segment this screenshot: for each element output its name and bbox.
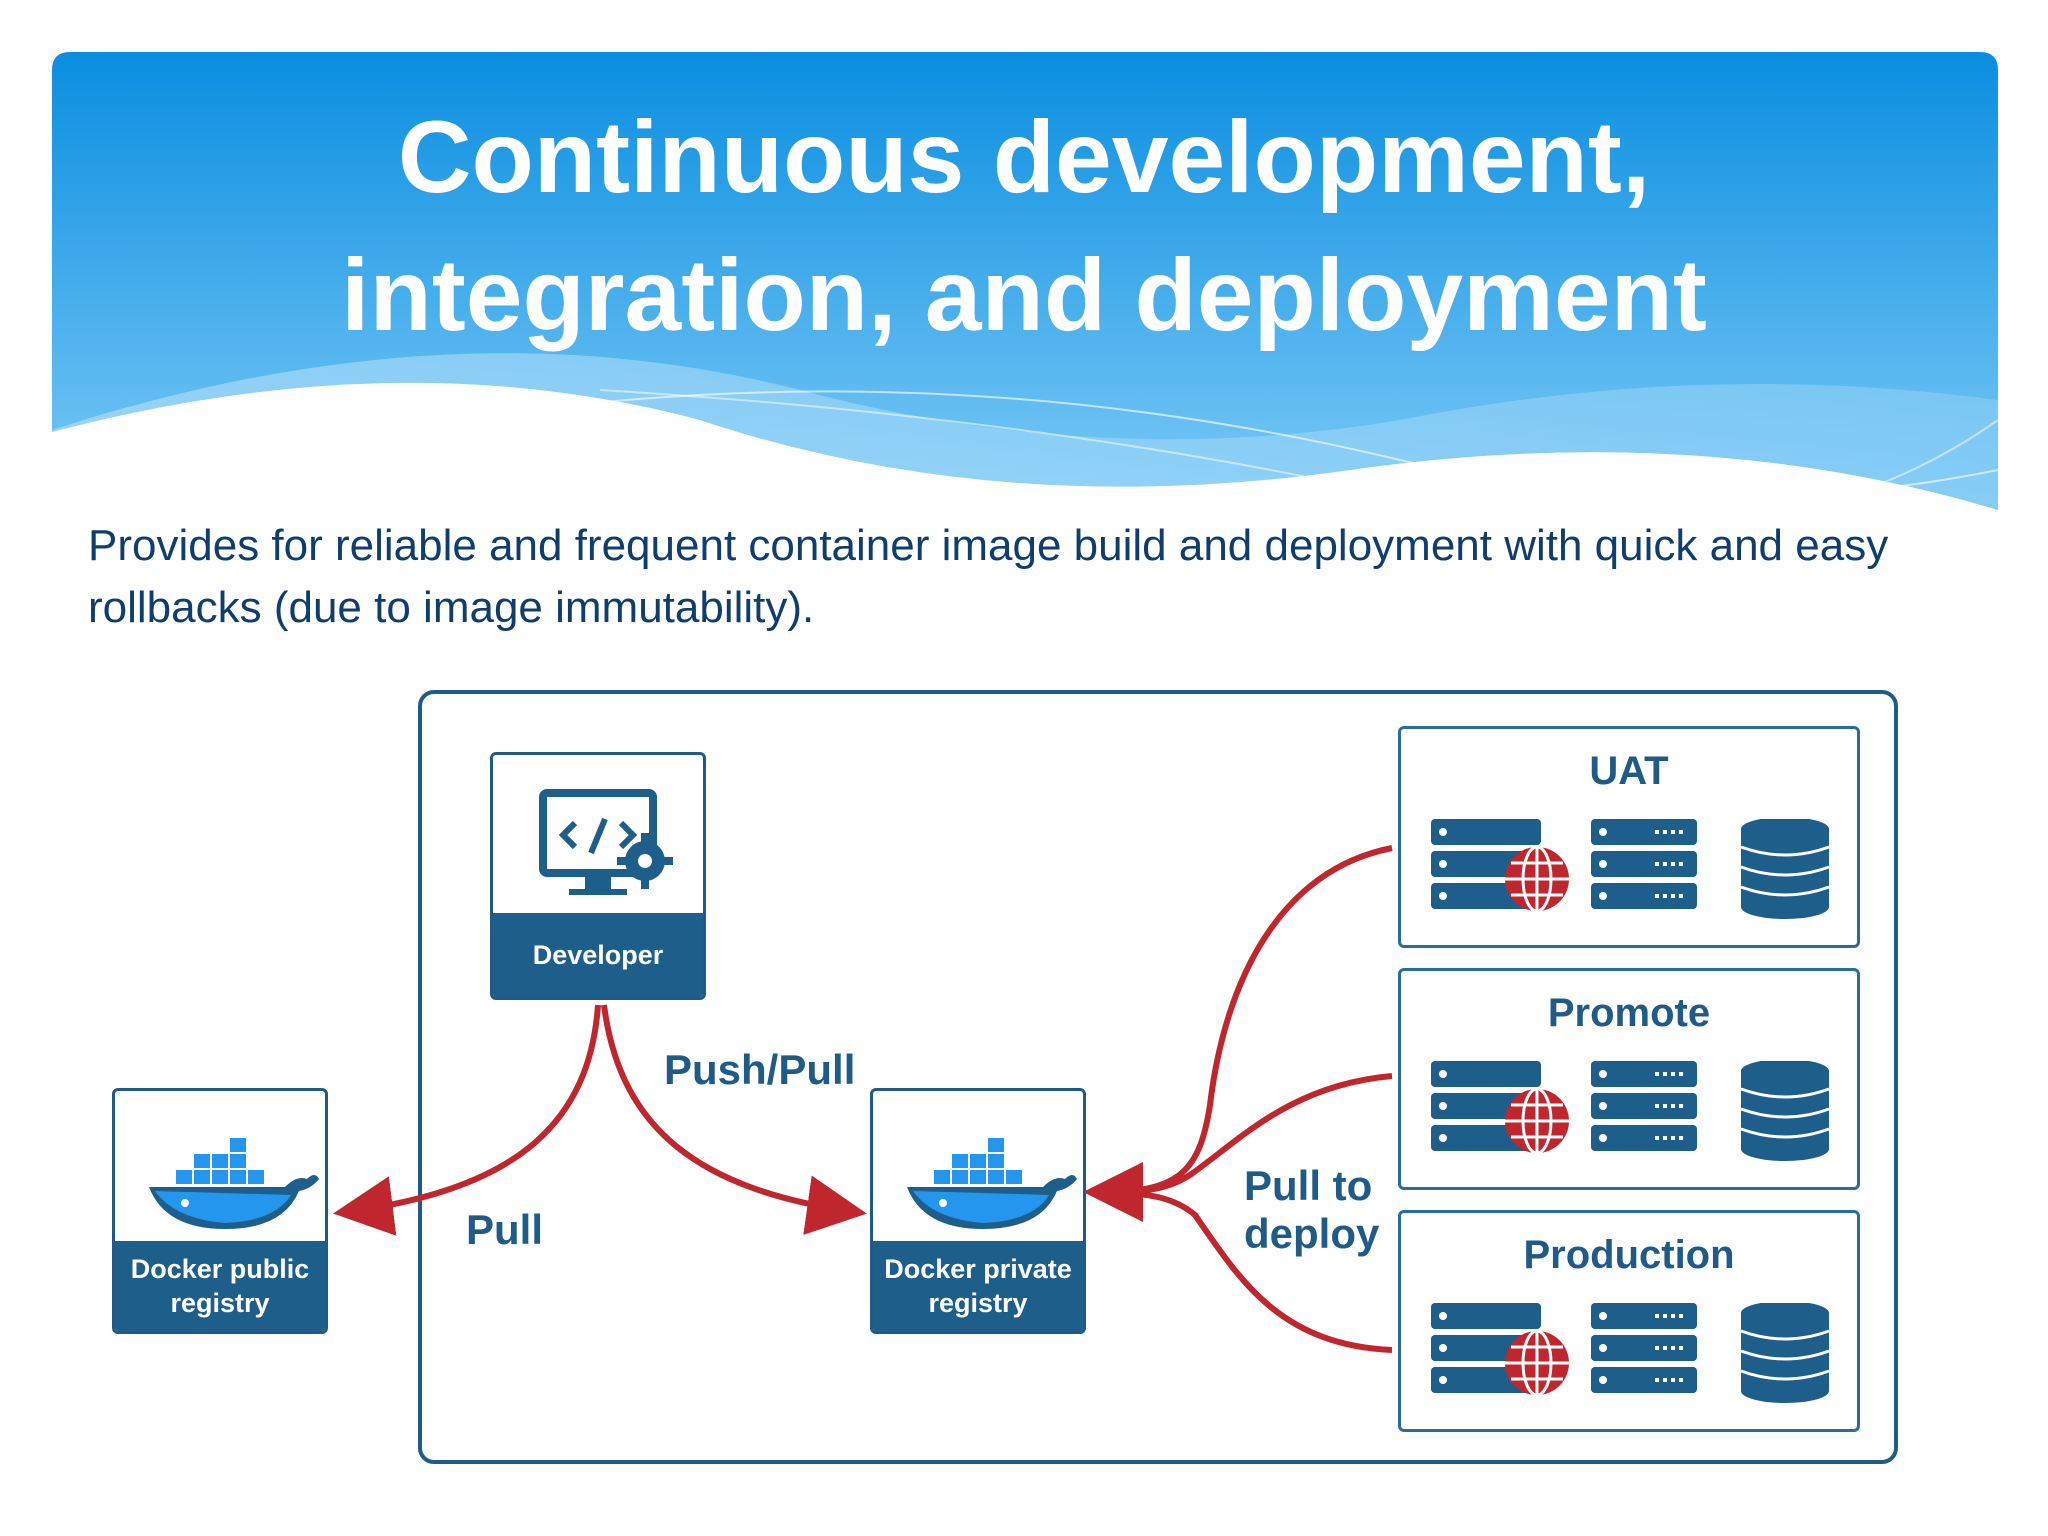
production-deploy-arrow (1083, 1162, 1393, 1353)
env-title-uat: UAT (1589, 749, 1669, 793)
database-icon (1740, 1061, 1830, 1161)
env-icons-promote (1431, 1061, 1830, 1161)
env-box-promote: Promote (1398, 968, 1860, 1190)
env-icons-production (1431, 1303, 1830, 1403)
server-rack-icon (1591, 1303, 1697, 1393)
server-rack-icon (1591, 1061, 1697, 1151)
developer-label: Developer (493, 913, 703, 997)
database-icon (1740, 819, 1830, 919)
uat-deploy-arrow (1104, 845, 1393, 1195)
web-server-icon (1431, 819, 1569, 913)
public-registry-label: Docker public registry (115, 1241, 325, 1331)
description-text: Provides for reliable and frequent conta… (88, 521, 1889, 632)
developer-icon-holder (493, 783, 703, 918)
server-rack-icon (1591, 819, 1697, 909)
env-title-promote: Promote (1547, 991, 1711, 1035)
docker-whale-icon (149, 1136, 319, 1229)
pull-label: Pull (466, 1206, 544, 1253)
push-pull-arrow (601, 1004, 867, 1235)
title-line-1: Continuous development, (397, 100, 1651, 214)
docker-whale-icon (907, 1136, 1077, 1229)
database-icon (1740, 1303, 1830, 1403)
pull-arrow (333, 1004, 601, 1236)
docker-public-registry-card: Docker public registry (112, 1088, 328, 1334)
env-box-production: Production (1398, 1210, 1860, 1432)
env-title-production: Production (1523, 1233, 1735, 1277)
web-server-icon (1431, 1061, 1569, 1155)
promote-deploy-arrow (1104, 1073, 1393, 1195)
code-monitor-icon (539, 789, 673, 895)
env-box-uat: UAT (1398, 726, 1860, 948)
private-registry-label: Docker private registry (873, 1241, 1083, 1331)
web-server-icon (1431, 1303, 1569, 1397)
env-icons-uat (1431, 819, 1830, 919)
developer-card: Developer (490, 752, 706, 1000)
title-banner (52, 52, 1999, 530)
pull-to-deploy-label: Pull to deploy (1244, 1162, 1380, 1257)
diagram-frame (418, 690, 1898, 1464)
public-registry-icon-holder (115, 1119, 325, 1244)
docker-private-registry-card: Docker private registry (870, 1088, 1086, 1334)
push-pull-label: Push/Pull (664, 1046, 856, 1093)
private-registry-icon-holder (873, 1119, 1083, 1244)
slide-title: Continuous development, integration, and… (200, 88, 1848, 364)
title-line-2: integration, and deployment (341, 238, 1707, 352)
